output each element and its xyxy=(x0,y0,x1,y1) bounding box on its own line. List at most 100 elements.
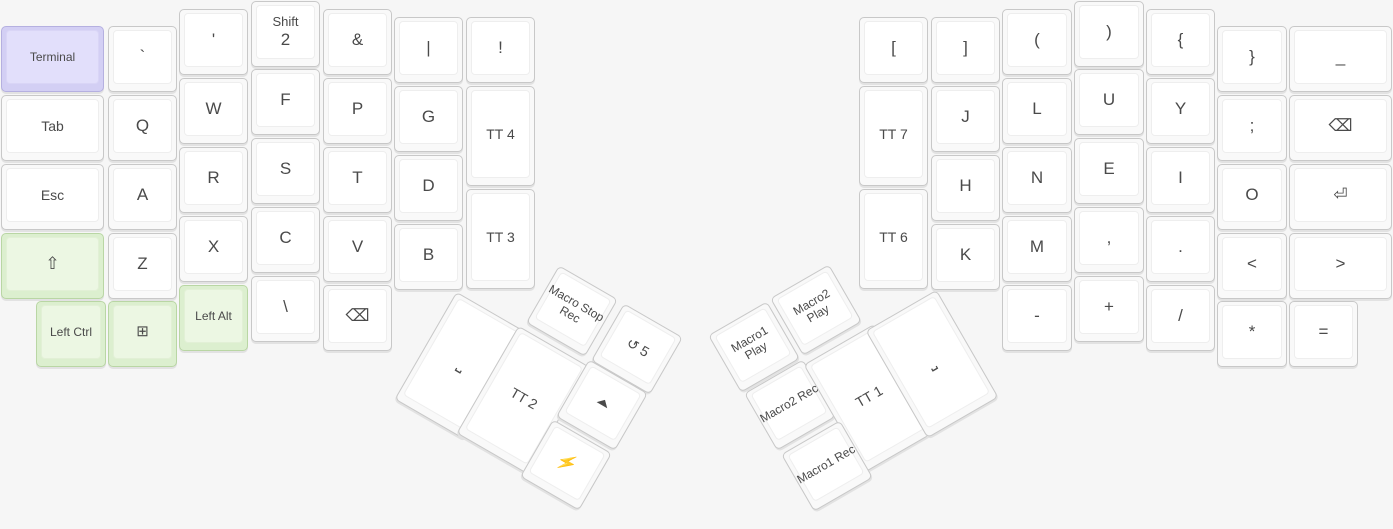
key-p[interactable]: P xyxy=(323,78,392,144)
key-lbracket[interactable]: [ xyxy=(859,17,928,83)
key-label: J xyxy=(961,107,970,127)
key-ampersand[interactable]: & xyxy=(323,9,392,75)
key-label: > xyxy=(1335,254,1346,274)
key-x[interactable]: X xyxy=(179,216,248,282)
key-label: ` xyxy=(139,47,146,67)
key-equals[interactable]: = xyxy=(1289,301,1358,367)
key-w[interactable]: W xyxy=(179,78,248,144)
key-label: Macro1 Play xyxy=(728,323,771,363)
key-left-ctrl[interactable]: Left Ctrl xyxy=(36,301,106,367)
key-label: = xyxy=(1318,322,1329,342)
key-enter[interactable]: ⏎ xyxy=(1289,164,1392,230)
key-period[interactable]: . xyxy=(1146,216,1215,282)
key-label: { xyxy=(1177,30,1184,50)
key-label: P xyxy=(351,99,364,119)
key-minus[interactable]: - xyxy=(1002,285,1072,351)
key-k[interactable]: K xyxy=(931,224,1000,290)
key-backslash[interactable]: \ xyxy=(251,276,320,342)
key-v[interactable]: V xyxy=(323,216,392,282)
key-c[interactable]: C xyxy=(251,207,320,273)
key-label: Terminal xyxy=(29,49,76,64)
key-label: TT 3 xyxy=(486,228,515,245)
key-backtick[interactable]: ` xyxy=(108,26,177,92)
key-label: < xyxy=(1247,254,1257,274)
key-rbrace[interactable]: } xyxy=(1217,26,1287,92)
key-n[interactable]: N xyxy=(1002,147,1072,213)
key-label: W xyxy=(205,99,222,119)
key-tt6[interactable]: TT 6 xyxy=(859,189,928,289)
key-label: Tab xyxy=(41,117,64,134)
key-shift-label: Shift xyxy=(272,14,299,30)
key-label: \ xyxy=(283,297,288,317)
key-backspace-right[interactable]: ⌫ xyxy=(1289,95,1392,161)
key-less-than[interactable]: < xyxy=(1217,233,1287,299)
key-label: Q xyxy=(135,116,150,136)
key-u[interactable]: U xyxy=(1074,69,1144,135)
key-tt7[interactable]: TT 7 xyxy=(859,86,928,186)
key-j[interactable]: J xyxy=(931,86,1000,152)
key-asterisk[interactable]: * xyxy=(1217,301,1287,367)
key-label: R xyxy=(207,168,220,188)
key-label: TT 7 xyxy=(879,125,908,142)
key-label: B xyxy=(422,245,435,265)
key-pipe[interactable]: | xyxy=(394,17,463,83)
key-y[interactable]: Y xyxy=(1146,78,1215,144)
key-m[interactable]: M xyxy=(1002,216,1072,282)
key-o[interactable]: O xyxy=(1217,164,1287,230)
key-label: } xyxy=(1249,47,1255,67)
key-label: Left Alt xyxy=(195,308,232,323)
key-label: A xyxy=(136,185,149,205)
key-q[interactable]: Q xyxy=(108,95,177,161)
key-semicolon[interactable]: ; xyxy=(1217,95,1287,161)
key-tt3[interactable]: TT 3 xyxy=(466,189,535,289)
key-label: Left Ctrl xyxy=(49,324,92,339)
key-windows[interactable]: ⊞ xyxy=(108,301,177,367)
key-terminal[interactable]: Terminal xyxy=(1,26,104,92)
key-s[interactable]: S xyxy=(251,138,320,204)
key-l[interactable]: L xyxy=(1002,78,1072,144)
key-e[interactable]: E xyxy=(1074,138,1144,204)
key-label: . xyxy=(1178,237,1183,257)
key-label: F xyxy=(280,90,291,110)
key-plus[interactable]: + xyxy=(1074,276,1144,342)
key-tt4[interactable]: TT 4 xyxy=(466,86,535,186)
key-d[interactable]: D xyxy=(394,155,463,221)
key-lbrace[interactable]: { xyxy=(1146,9,1215,75)
key-greater-than[interactable]: > xyxy=(1289,233,1392,299)
key-esc[interactable]: Esc xyxy=(1,164,104,230)
key-label: & xyxy=(351,30,364,50)
key-underscore[interactable]: _ xyxy=(1289,26,1392,92)
key-comma[interactable]: , xyxy=(1074,207,1144,273)
key-f[interactable]: F xyxy=(251,69,320,135)
key-shift[interactable]: ⇧ xyxy=(1,233,104,299)
key-left-alt[interactable]: Left Alt xyxy=(179,285,248,351)
key-z[interactable]: Z xyxy=(108,233,177,299)
key-t[interactable]: T xyxy=(323,147,392,213)
key-rparen[interactable]: ) xyxy=(1074,1,1144,67)
key-label: Macro2 Rec xyxy=(757,380,821,426)
key-lparen[interactable]: ( xyxy=(1002,9,1072,75)
key-label: 2 xyxy=(280,29,291,49)
key-r[interactable]: R xyxy=(179,147,248,213)
key-tab[interactable]: Tab xyxy=(1,95,104,161)
key-g[interactable]: G xyxy=(394,86,463,152)
flash-icon: ⚡ xyxy=(553,449,582,477)
key-b[interactable]: B xyxy=(394,224,463,290)
key-h[interactable]: H xyxy=(931,155,1000,221)
key-rbracket[interactable]: ] xyxy=(931,17,1000,83)
key-label: H xyxy=(959,176,972,196)
key-label: | xyxy=(426,38,431,58)
key-slash[interactable]: / xyxy=(1146,285,1215,351)
key-i[interactable]: I xyxy=(1146,147,1215,213)
key-label: ⇧ xyxy=(45,254,60,274)
key-exclaim[interactable]: ! xyxy=(466,17,535,83)
key-label: V xyxy=(351,237,364,257)
key-label: [ xyxy=(891,38,896,58)
key-a[interactable]: A xyxy=(108,164,177,230)
key-backspace-left[interactable]: ⌫ xyxy=(323,285,392,351)
eject-icon: ⏶ xyxy=(592,391,614,415)
key-quote[interactable]: ' xyxy=(179,9,248,75)
key-label: G xyxy=(421,107,436,127)
key-label: ! xyxy=(498,38,503,58)
